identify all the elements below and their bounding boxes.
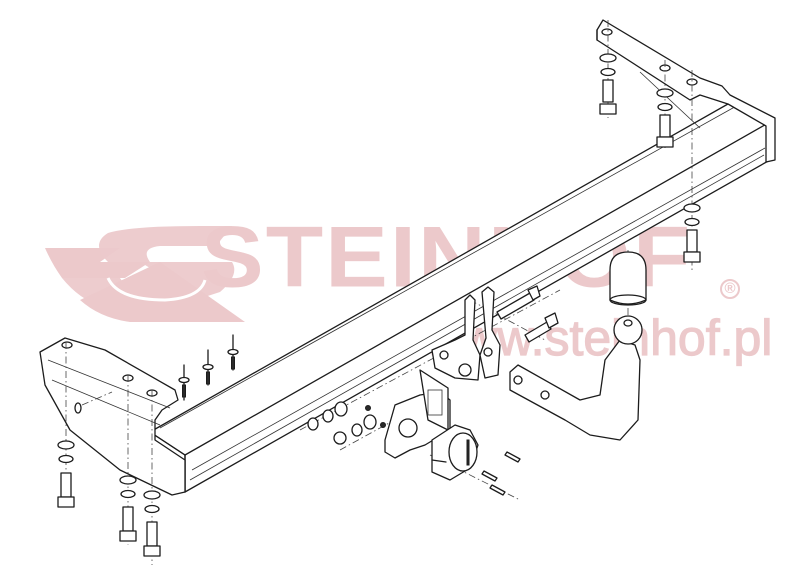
- left-bolt-set-3: [143, 490, 161, 557]
- tow-ball-arm: [509, 315, 643, 441]
- socket-screws: [481, 451, 521, 496]
- tow-ball-cap: [609, 251, 647, 306]
- tow-ball-mount-plate: [431, 286, 501, 381]
- mount-bolts: [496, 285, 559, 343]
- rivet-studs: [178, 334, 239, 401]
- left-bolt-set-2: [119, 475, 137, 542]
- left-bolt-set-1: [57, 440, 75, 508]
- electrical-socket-plate: [384, 369, 451, 459]
- electrical-socket: [431, 424, 479, 481]
- registered-trademark-icon: ®: [720, 279, 740, 299]
- right-bolt-set-2: [656, 88, 674, 148]
- right-mounting-bracket: [596, 19, 776, 163]
- left-mounting-bracket: [39, 337, 186, 496]
- right-bolt-set-1: [599, 53, 617, 115]
- right-bolt-set-3: [683, 203, 701, 263]
